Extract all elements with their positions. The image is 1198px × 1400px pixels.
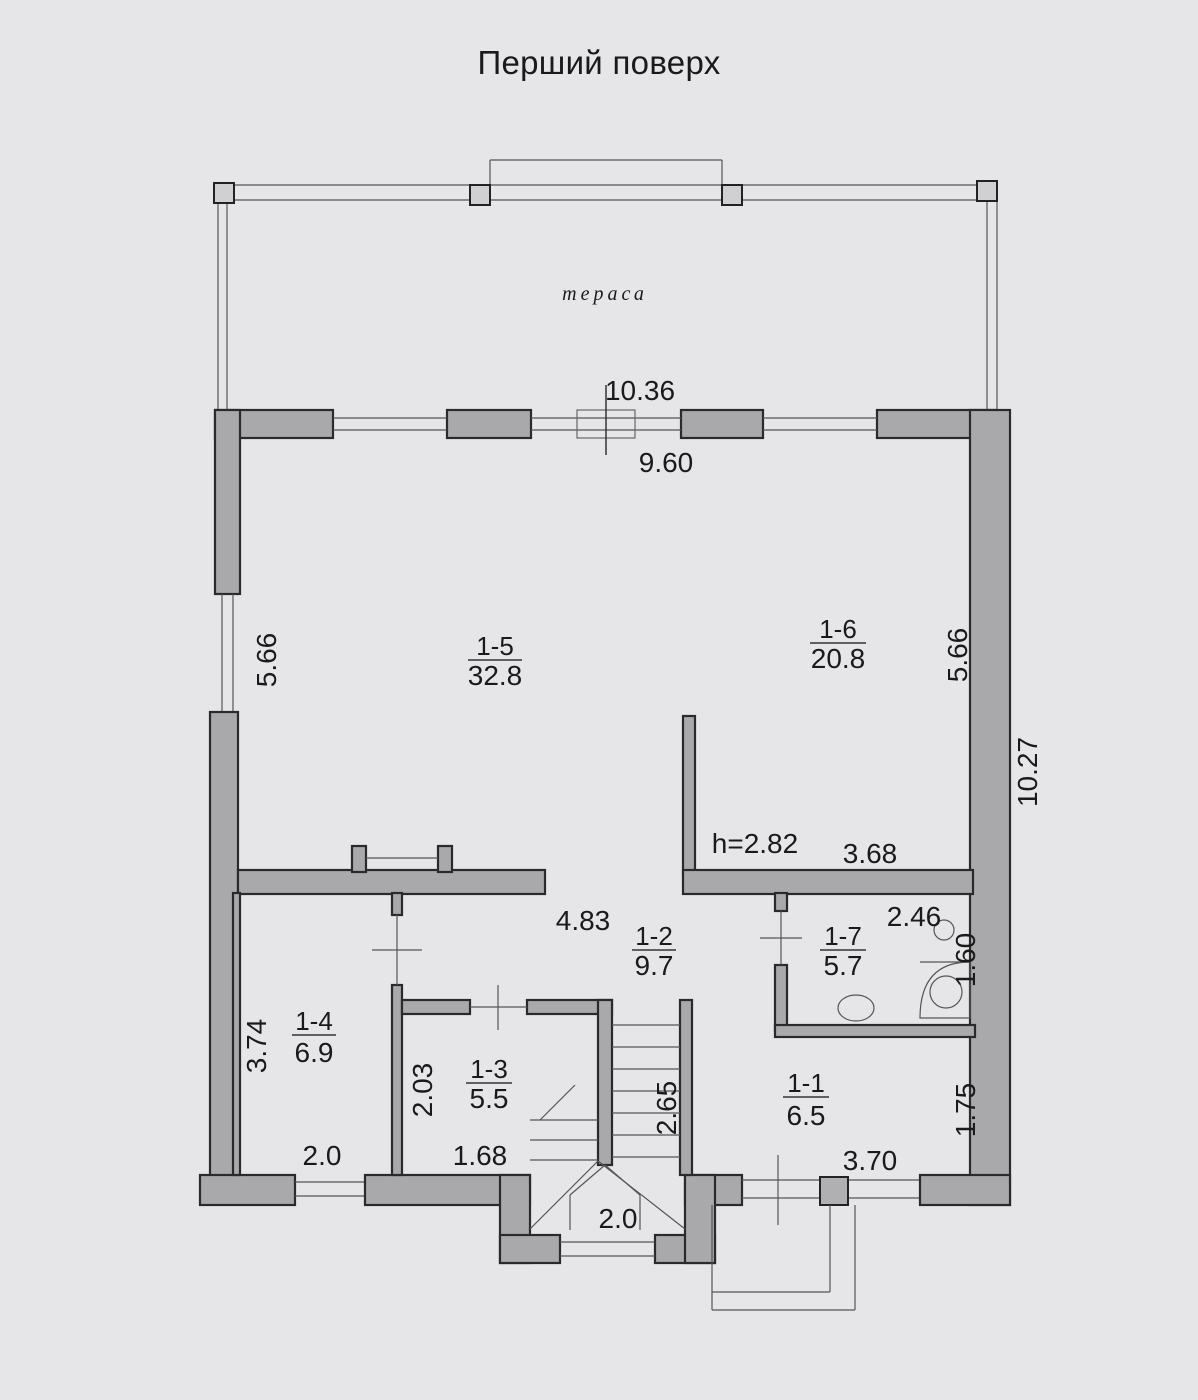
dim-room-1-1-width: 3.70 [843, 1145, 898, 1176]
dim-room-1-1-height: 1.75 [950, 1083, 981, 1138]
dim-room-1-6-width: 3.68 [843, 838, 898, 869]
dim-ceiling-height: h=2.82 [712, 828, 798, 859]
room-area: 6.5 [787, 1100, 826, 1131]
room-id: 1-5 [476, 631, 514, 661]
room-label-1-2: 1-2 9.7 [632, 921, 676, 981]
dim-inner-width: 9.60 [639, 447, 694, 478]
dim-room-1-7-width: 2.46 [887, 901, 942, 932]
room-label-1-5: 1-5 32.8 [468, 631, 523, 691]
dim-hall-width: 4.83 [556, 905, 611, 936]
dim-room-1-3-height: 2.03 [407, 1063, 438, 1118]
room-area: 6.9 [295, 1037, 334, 1068]
room-id: 1-6 [819, 614, 857, 644]
terrace-post [213, 182, 235, 204]
room-label-1-3: 1-3 5.5 [466, 1054, 512, 1114]
room-id: 1-7 [824, 921, 862, 951]
room-label-1-4: 1-4 6.9 [292, 1006, 336, 1068]
terrace-label: тераса [562, 283, 648, 305]
room-area: 5.5 [470, 1083, 509, 1114]
room-area: 9.7 [635, 950, 674, 981]
room-area: 32.8 [468, 660, 523, 691]
room-label-1-6: 1-6 20.8 [810, 614, 866, 674]
terrace [213, 159, 998, 410]
dim-room-1-7-height: 1.60 [950, 933, 981, 988]
terrace-post [721, 184, 743, 206]
dim-overall-height: 10.27 [1012, 737, 1043, 807]
room-area: 5.7 [824, 950, 863, 981]
page-title: Перший поверх [477, 44, 721, 81]
bathroom-fixtures [837, 919, 971, 1022]
terrace-post [976, 180, 998, 202]
dim-room-1-4-width: 2.0 [303, 1140, 342, 1171]
staircase [529, 1024, 686, 1230]
porch [711, 1205, 856, 1311]
room-id: 1-3 [470, 1054, 508, 1084]
dim-right-height: 5.66 [942, 628, 973, 683]
dim-room-1-3-width: 1.68 [453, 1140, 508, 1171]
exterior-walls [198, 408, 1012, 1265]
room-label-1-7: 1-7 5.7 [820, 921, 866, 981]
room-id: 1-1 [787, 1068, 825, 1098]
dim-overall-width: 10.36 [605, 375, 675, 406]
dim-left-height: 5.66 [251, 633, 282, 688]
room-id: 1-4 [295, 1006, 333, 1036]
dim-room-1-4-height: 3.74 [241, 1019, 272, 1074]
dim-stair-height: 2.65 [651, 1081, 682, 1136]
room-id: 1-2 [635, 921, 673, 951]
room-area: 20.8 [811, 643, 866, 674]
dim-stair-width: 2.0 [599, 1203, 638, 1234]
room-label-1-1: 1-1 6.5 [783, 1068, 829, 1131]
terrace-post [469, 184, 491, 206]
